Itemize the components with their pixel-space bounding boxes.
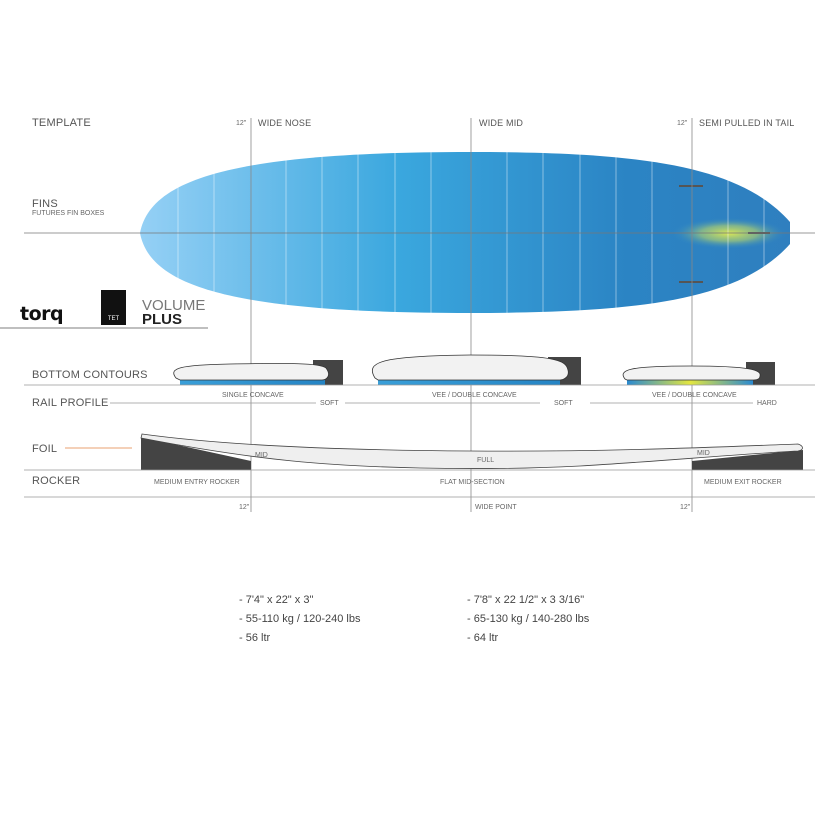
bottom-contour-mid — [371, 354, 581, 385]
label-rocker: ROCKER — [32, 475, 81, 487]
spec-list-large: - 7'8" x 22 1/2" x 3 3/16" - 65-130 kg /… — [467, 591, 589, 648]
nose-inch: 12" — [236, 120, 247, 127]
tail-inch: 12" — [677, 120, 688, 127]
bottom-mid: VEE / DOUBLE CONCAVE — [432, 392, 517, 399]
spec-dimensions: - 7'8" x 22 1/2" x 3 3/16" — [467, 594, 585, 606]
label-foil: FOIL — [32, 443, 58, 455]
foil-entry-rocker — [141, 437, 251, 470]
wide-point: WIDE POINT — [475, 504, 517, 511]
label-rail-profile: RAIL PROFILE — [32, 397, 109, 409]
model-volume: VOLUME — [142, 297, 206, 314]
label-fins: FINS — [32, 198, 58, 210]
spec-list-small: - 7'4" x 22" x 3" - 55-110 kg / 120-240 … — [239, 591, 360, 648]
wide-mid: WIDE MID — [479, 118, 524, 128]
tet-logo: TET — [101, 290, 126, 325]
rail-nose: SOFT — [320, 400, 339, 407]
stringer-lines — [177, 152, 765, 313]
spec-volume: - 64 ltr — [467, 632, 499, 644]
board-outline — [140, 152, 790, 313]
rocker-exit: MEDIUM EXIT ROCKER — [704, 479, 782, 486]
bottom-nose: SINGLE CONCAVE — [222, 392, 284, 399]
bottom-contour-nose — [173, 360, 343, 385]
label-bottom-contours: BOTTOM CONTOURS — [32, 369, 148, 381]
model-plus: PLUS — [142, 311, 183, 328]
torq-logo: torq — [20, 303, 64, 325]
foil-tail: MID — [697, 450, 710, 457]
foil-nose: MID — [255, 452, 268, 459]
rocker-mid: FLAT MID-SECTION — [440, 479, 505, 486]
rail-mid: SOFT — [554, 400, 573, 407]
rail-tail: HARD — [757, 400, 777, 407]
fins-sub: FUTURES FIN BOXES — [32, 210, 105, 217]
foil-exit-rocker — [692, 450, 803, 470]
bottom-contour-tail — [622, 362, 775, 385]
spec-weight: - 55-110 kg / 120-240 lbs — [239, 613, 361, 625]
foil-profile — [140, 433, 803, 469]
foil-mid: FULL — [477, 457, 495, 464]
bottom-left-inch: 12" — [239, 504, 250, 511]
spec-weight: - 65-130 kg / 140-280 lbs — [467, 613, 590, 625]
semi-pulled-tail: SEMI PULLED IN TAIL — [699, 118, 795, 128]
label-template: TEMPLATE — [32, 117, 91, 129]
wide-nose: WIDE NOSE — [258, 118, 312, 128]
spec-volume: - 56 ltr — [239, 632, 271, 644]
spec-dimensions: - 7'4" x 22" x 3" — [239, 594, 314, 606]
bottom-tail: VEE / DOUBLE CONCAVE — [652, 392, 737, 399]
rocker-entry: MEDIUM ENTRY ROCKER — [154, 479, 240, 486]
bottom-right-inch: 12" — [680, 504, 691, 511]
